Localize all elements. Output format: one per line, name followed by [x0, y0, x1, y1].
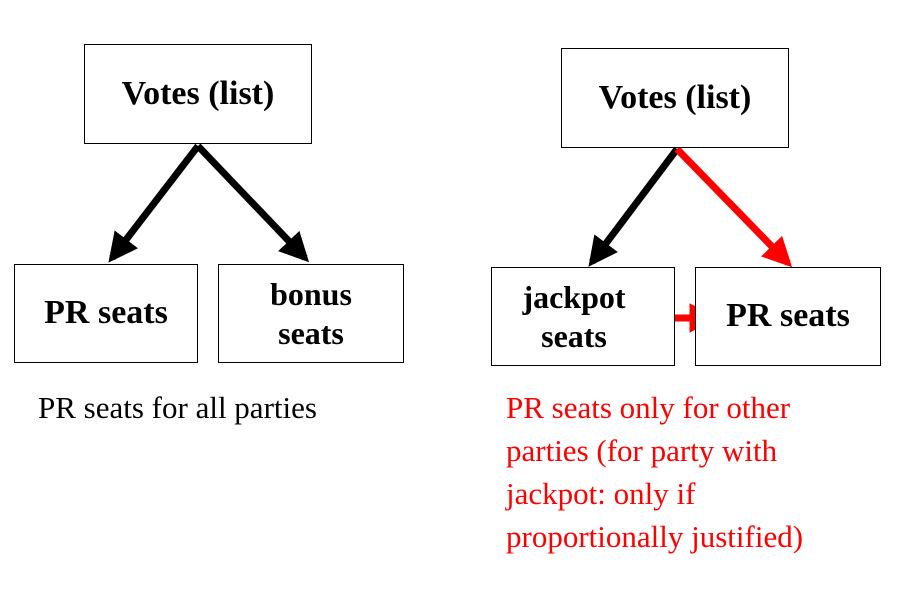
arrow-votes-to-jackpot-seats: [588, 146, 680, 267]
bonus-seats-line-1: bonus: [270, 276, 352, 313]
votes-list-label: Votes (list): [121, 74, 275, 112]
right-caption-line-1: PR seats only for other: [506, 390, 791, 425]
bonus-seats-box: bonus seats: [218, 264, 404, 363]
pr-seats-box-right: PR seats: [695, 267, 881, 366]
pr-seats-box-left: PR seats: [14, 264, 198, 363]
arrow-votes-to-pr-seats-red: [674, 146, 793, 268]
left-caption: PR seats for all parties: [38, 386, 317, 429]
votes-list-box-right: Votes (list): [561, 48, 789, 148]
bonus-seats-line-2: seats: [278, 314, 344, 351]
pr-seats-label: PR seats: [44, 294, 168, 332]
left-caption-text: PR seats for all parties: [38, 390, 317, 425]
jackpot-seats-line-2: seats: [541, 317, 607, 354]
right-caption-line-4: proportionally justified): [506, 519, 804, 554]
right-caption-line-2: parties (for party with: [506, 433, 778, 468]
jackpot-seats-line-1: jackpot: [522, 279, 626, 316]
pr-seats-label: PR seats: [726, 297, 850, 335]
arrow-votes-to-pr-seats: [108, 143, 201, 263]
right-caption: PR seats only for other parties (for par…: [506, 386, 803, 558]
votes-list-label: Votes (list): [598, 78, 752, 116]
right-caption-line-3: jackpot: only if: [506, 476, 696, 511]
arrow-votes-to-bonus-seats: [195, 143, 310, 263]
jackpot-seats-box: jackpot seats: [491, 267, 675, 366]
votes-list-box-left: Votes (list): [84, 44, 312, 144]
